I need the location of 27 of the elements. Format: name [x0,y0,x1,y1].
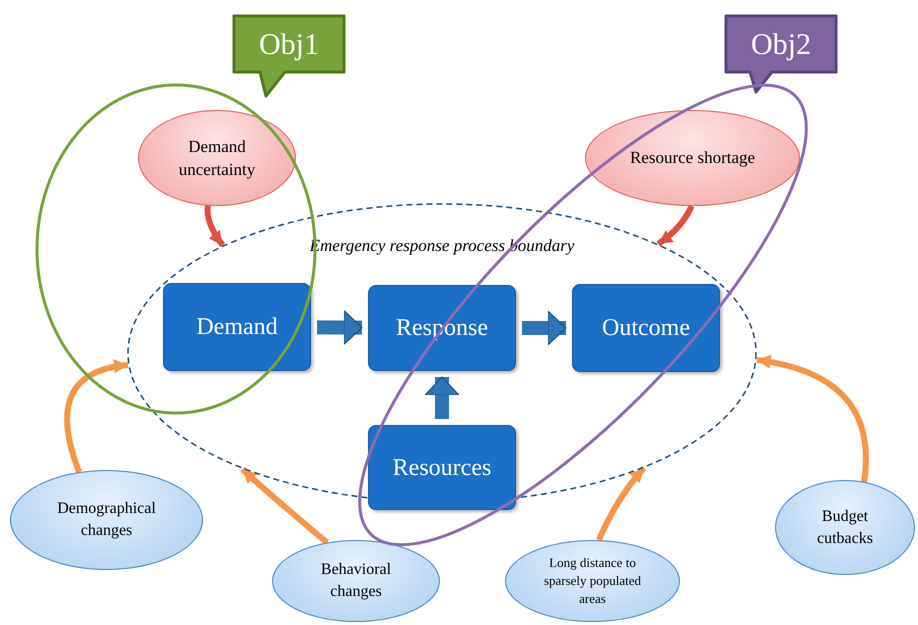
process-box [368,425,516,510]
arrow [240,466,329,545]
box-label: Response [396,314,488,343]
ellipse-label: Long distance to sparsely populated areas [542,554,642,608]
arrow [522,310,566,346]
ellipse-label: Budget cutbacks [816,506,874,548]
arrow [756,355,869,482]
box-label: Resources [392,454,492,482]
ellipse-label: Demographical changes [56,499,157,541]
arrow [64,360,128,474]
ellipse-label: Behavioral changes [320,560,392,602]
callout-box [230,12,348,98]
ellipse-label: Resource shortage [630,147,756,170]
process-box [163,283,311,371]
arrow [656,204,694,246]
arrow [424,376,460,419]
arrow [204,205,226,248]
arrow [316,310,362,346]
box-label: Demand [196,313,278,342]
box-label: Outcome [602,314,690,343]
callout-box [722,12,840,94]
process-box [572,284,720,372]
ellipse-label: Demand uncertainty [178,136,256,181]
callout-text: Obj2 [751,26,811,62]
arrow [596,466,646,542]
callout-text: Obj1 [259,26,319,62]
process-box [368,285,516,371]
